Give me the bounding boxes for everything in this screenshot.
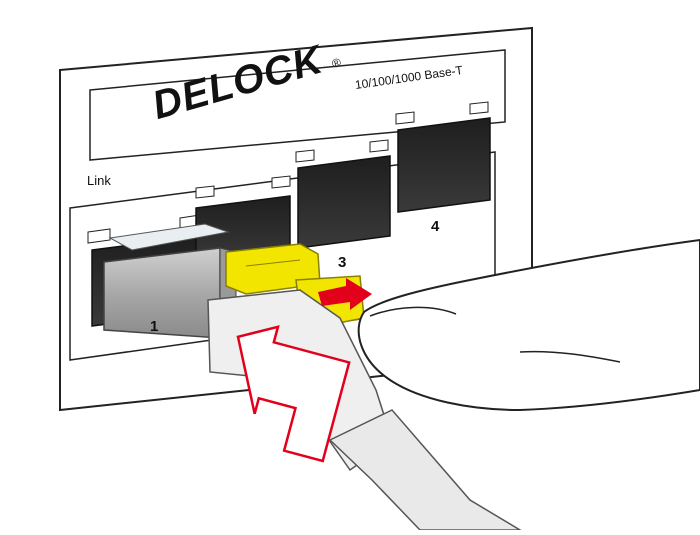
port-number-1: 1: [150, 318, 159, 335]
ethernet-port-4: [395, 101, 491, 213]
ethernet-port-3: [295, 139, 391, 249]
hand-illustration: [357, 238, 700, 412]
push-arrow-icon: [318, 278, 372, 310]
port-number-4: 4: [431, 218, 440, 235]
link-label: Link: [87, 173, 111, 188]
insert-arrow-icon: [236, 325, 351, 463]
port-number-3: 3: [338, 254, 347, 271]
